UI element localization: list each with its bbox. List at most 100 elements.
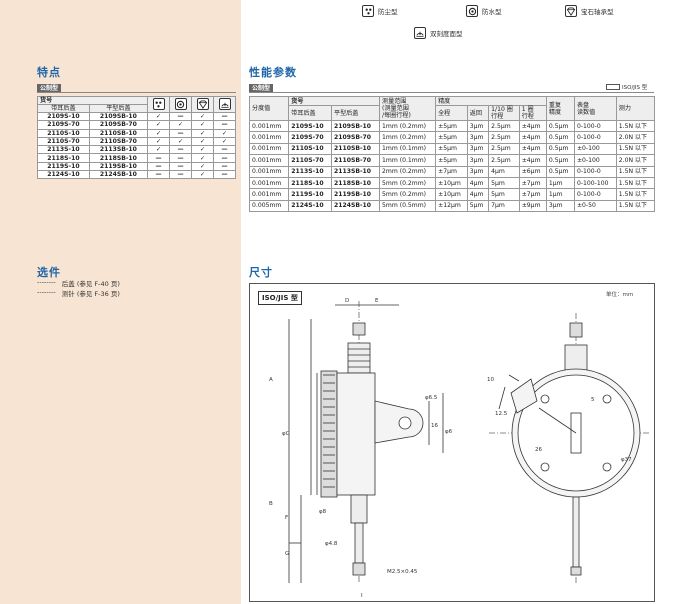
header-flat: 平型后盖 bbox=[88, 104, 149, 113]
legend-label: 宝石轴承型 bbox=[581, 8, 614, 16]
features-cell-c2: — bbox=[169, 161, 192, 172]
specs-cell-ret: 3μm bbox=[466, 154, 490, 167]
features-cell-lug: 2113S-10 bbox=[37, 145, 90, 155]
specs-cell-full: ±5μm bbox=[435, 154, 468, 167]
specs-cell-lug: 2118S-10 bbox=[288, 176, 332, 190]
specs-cell-one: ±7μm bbox=[518, 176, 547, 190]
specs-cell-range: 5mm (0.2mm) bbox=[379, 188, 437, 201]
dual-scale-icon bbox=[414, 27, 426, 39]
specs-cell-res: 0.001mm bbox=[248, 119, 290, 133]
specs-cell-dial: ±0-100 bbox=[573, 142, 617, 156]
dim-phi48: φ4.8 bbox=[325, 541, 338, 547]
specs-cell-tenth: 2.5μm bbox=[488, 154, 520, 167]
features-cell-c3: ✓ bbox=[191, 111, 214, 122]
dim-5: 5 bbox=[591, 397, 595, 403]
specs-cell-tenth: 7μm bbox=[488, 199, 520, 213]
specs-cell-full: ±7μm bbox=[435, 165, 468, 178]
specs-cell-flat: 2109SB-70 bbox=[330, 131, 381, 144]
specs-cell-res: 0.001mm bbox=[248, 131, 290, 144]
header-onerev-line2: 行程 bbox=[521, 113, 534, 120]
header-lug: 带耳后盖 bbox=[37, 104, 90, 113]
option-item: -------- 测针 (参见 F-36 页) bbox=[37, 288, 120, 298]
specs-cell-dial: 0-100-0 bbox=[573, 119, 617, 133]
option-item: -------- 后盖 (参见 F-40 页) bbox=[37, 278, 120, 288]
specs-cell-force: 1.5N 以下 bbox=[615, 176, 656, 190]
specs-cell-force: 1.5N 以下 bbox=[615, 142, 656, 156]
features-cell-c3: ✓ bbox=[191, 170, 214, 180]
legend-waterproof: 防水型 bbox=[466, 5, 502, 17]
features-cell-c3: ✓ bbox=[191, 153, 214, 163]
dim-16: 16 bbox=[431, 423, 438, 429]
features-cell-c2: — bbox=[169, 153, 192, 163]
col-dustproof bbox=[147, 96, 170, 113]
specs-cell-flat: 2109SB-10 bbox=[330, 119, 381, 133]
features-cell-c4: — bbox=[213, 161, 236, 172]
specs-cell-rep: 3μm bbox=[545, 199, 575, 213]
features-tag-line bbox=[37, 92, 236, 93]
features-cell-flat: 2109SB-10 bbox=[88, 111, 149, 122]
features-cell-lug: 2109S-10 bbox=[37, 111, 90, 122]
header-flat: 平型后盖 bbox=[330, 105, 381, 121]
specs-cell-range: 5mm (0.2mm) bbox=[379, 176, 437, 190]
features-cell-c3: ✓ bbox=[191, 120, 214, 130]
specs-cell-rep: 0.5μm bbox=[545, 165, 575, 178]
features-cell-lug: 2109S-70 bbox=[37, 120, 90, 130]
specs-cell-rep: 0.5μm bbox=[545, 154, 575, 167]
features-cell-flat: 2119SB-10 bbox=[88, 161, 149, 172]
features-cell-c1: ✓ bbox=[147, 136, 170, 147]
header-dial-line2: 读数值 bbox=[576, 108, 596, 116]
specs-cell-ret: 5μm bbox=[466, 199, 490, 213]
specs-cell-ret: 3μm bbox=[466, 165, 490, 178]
header-onerev-line1: 1 圈 bbox=[521, 106, 534, 113]
features-cell-c3: ✓ bbox=[191, 128, 214, 138]
dim-A: A bbox=[269, 377, 273, 383]
specs-cell-rep: 0.5μm bbox=[545, 119, 575, 133]
specs-cell-force: 2.0N 以下 bbox=[615, 131, 656, 144]
specs-cell-force: 1.5N 以下 bbox=[615, 199, 656, 213]
header-retrace: 返回 bbox=[466, 105, 490, 121]
col-waterproof bbox=[169, 96, 192, 113]
legend-dustproof: 防尘型 bbox=[362, 5, 398, 17]
features-cell-flat: 2110SB-10 bbox=[88, 128, 149, 138]
specs-cell-range: 2mm (0.2mm) bbox=[379, 165, 437, 178]
col-jewel bbox=[191, 96, 214, 113]
dim-D: D bbox=[345, 298, 349, 304]
specs-cell-full: ±5μm bbox=[435, 131, 468, 144]
specs-cell-rep: 0.5μm bbox=[545, 142, 575, 156]
header-tenth: 1/10 圈 行程 bbox=[488, 105, 520, 121]
specs-cell-ret: 3μm bbox=[466, 142, 490, 156]
dimension-drawing: D E A φC B F G I φ6.5 16 φ6 φ8 φ4.8 M2.5… bbox=[269, 298, 649, 599]
specs-cell-flat: 2118SB-10 bbox=[330, 176, 381, 190]
option-text: 后盖 (参见 F-40 页) bbox=[61, 280, 120, 288]
specs-cell-flat: 2110SB-70 bbox=[330, 154, 381, 167]
specs-cell-one: ±6μm bbox=[518, 165, 547, 178]
specs-cell-ret: 4μm bbox=[466, 176, 490, 190]
specs-cell-ret: 3μm bbox=[466, 119, 490, 133]
specs-cell-range: 1mm (0.2mm) bbox=[379, 119, 437, 133]
features-cell-lug: 2110S-70 bbox=[37, 136, 90, 147]
specs-cell-one: ±4μm bbox=[518, 154, 547, 167]
features-cell-flat: 2124SB-10 bbox=[88, 170, 149, 180]
specs-cell-res: 0.001mm bbox=[248, 142, 290, 156]
specs-cell-full: ±5μm bbox=[435, 142, 468, 156]
features-cell-flat: 2113SB-10 bbox=[88, 145, 149, 155]
specs-cell-full: ±12μm bbox=[435, 199, 468, 213]
features-cell-c3: ✓ bbox=[191, 136, 214, 147]
specs-cell-force: 2.0N 以下 bbox=[615, 154, 656, 167]
header-code: 货号 bbox=[37, 96, 148, 105]
specs-table: 分度值 货号 测量范围 (测量范围 /每圈行程) 精度 重复 精度 表盘 读数值… bbox=[248, 96, 656, 213]
specs-cell-one: ±4μm bbox=[518, 119, 547, 133]
specs-cell-ret: 4μm bbox=[466, 188, 490, 201]
unit-label: 单位：mm bbox=[606, 292, 634, 298]
specs-cell-full: ±5μm bbox=[435, 119, 468, 133]
features-cell-c1: ✓ bbox=[147, 128, 170, 138]
dustproof-icon bbox=[152, 98, 165, 111]
header-range-line2: (测量范围 bbox=[382, 105, 409, 112]
specs-cell-res: 0.001mm bbox=[248, 188, 290, 201]
